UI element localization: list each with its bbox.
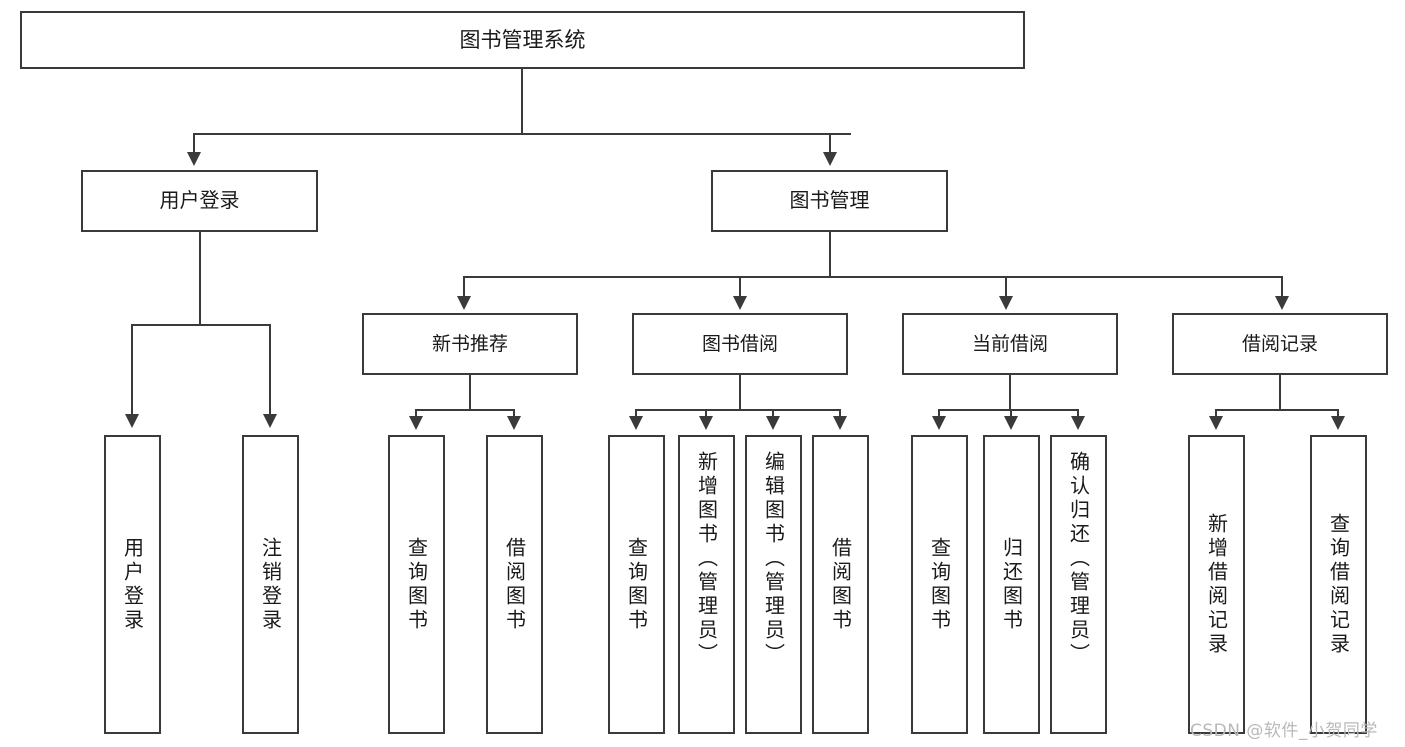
leaf-label: 注销登录: [258, 536, 283, 633]
node-borrow-record[interactable]: 借阅记录: [1172, 313, 1388, 375]
arrowhead-bookmgmt-4: [1275, 296, 1289, 310]
connector-record-bus: [1215, 409, 1339, 411]
csdn-watermark: CSDN @软件_小贺同学: [1190, 721, 1378, 741]
arrowhead-newbook-2: [507, 416, 521, 430]
node-label: 图书管理系统: [459, 27, 586, 52]
leaf-confirm-return-admin[interactable]: 确认归还（管理员）: [1050, 435, 1107, 734]
connector-current-drop-3: [1077, 409, 1079, 419]
leaf-query-books-current[interactable]: 查询图书: [911, 435, 968, 734]
connector-newbook-drop-2: [513, 409, 515, 419]
arrowhead-current-3: [1071, 416, 1085, 430]
connector-userlogin-drop-2: [269, 324, 271, 417]
connector-borrow-drop-3: [772, 409, 774, 419]
node-book-management[interactable]: 图书管理: [711, 170, 948, 232]
connector-bookmgmt-drop-2: [739, 276, 741, 300]
leaf-query-borrow-record[interactable]: 查询借阅记录: [1310, 435, 1367, 734]
node-new-book-recommend[interactable]: 新书推荐: [362, 313, 578, 375]
arrowhead-borrow-2: [699, 416, 713, 430]
arrowhead-record-1: [1209, 416, 1223, 430]
arrowhead-borrow-4: [833, 416, 847, 430]
arrowhead-record-2: [1331, 416, 1345, 430]
connector-current-drop-2: [1010, 409, 1012, 419]
node-label: 图书管理: [789, 188, 870, 213]
leaf-query-books-borrow[interactable]: 查询图书: [608, 435, 665, 734]
leaf-label: 查询图书: [404, 536, 429, 633]
leaf-borrow-books-newbook[interactable]: 借阅图书: [486, 435, 543, 734]
connector-current-drop-1: [938, 409, 940, 419]
connector-record-stem: [1279, 375, 1281, 410]
connector-borrow-drop-4: [839, 409, 841, 419]
connector-userlogin-stem: [199, 232, 201, 325]
leaf-label: 查询图书: [624, 536, 649, 633]
connector-root-drop-2: [829, 133, 831, 156]
leaf-label: 新增图书（管理员）: [694, 451, 719, 667]
leaf-add-book-admin[interactable]: 新增图书（管理员）: [678, 435, 735, 734]
connector-bookmgmt-stem: [829, 232, 831, 277]
arrowhead-bookmgmt-1: [457, 296, 471, 310]
leaf-edit-book-admin[interactable]: 编辑图书（管理员）: [745, 435, 802, 734]
node-book-borrow[interactable]: 图书借阅: [632, 313, 848, 375]
leaf-label: 用户登录: [120, 536, 145, 633]
connector-bookmgmt-drop-3: [1005, 276, 1007, 300]
leaf-add-borrow-record[interactable]: 新增借阅记录: [1188, 435, 1245, 734]
leaf-label: 借阅图书: [828, 536, 853, 633]
arrowhead-bookmgmt-2: [733, 296, 747, 310]
connector-root-drop-1: [193, 133, 195, 156]
connector-root-stem: [521, 69, 523, 134]
connector-newbook-bus: [415, 409, 513, 411]
leaf-label: 确认归还（管理员）: [1066, 451, 1091, 667]
node-label: 图书借阅: [701, 332, 778, 355]
arrowhead-userlogin-2: [263, 414, 277, 428]
connector-borrow-bus: [635, 409, 840, 411]
leaf-label: 新增借阅记录: [1204, 512, 1229, 657]
leaf-return-books[interactable]: 归还图书: [983, 435, 1040, 734]
node-root-system[interactable]: 图书管理系统: [20, 11, 1025, 69]
arrowhead-newbook-1: [409, 416, 423, 430]
connector-borrow-stem: [739, 375, 741, 410]
leaf-label: 编辑图书（管理员）: [761, 451, 786, 667]
connector-bookmgmt-drop-4: [1281, 276, 1283, 300]
arrowhead-current-1: [932, 416, 946, 430]
connector-current-bus: [938, 409, 1077, 411]
leaf-label: 归还图书: [999, 536, 1024, 633]
arrowhead-bookmgmt-3: [999, 296, 1013, 310]
arrowhead-userlogin-1: [125, 414, 139, 428]
leaf-user-login[interactable]: 用户登录: [104, 435, 161, 734]
leaf-borrow-books[interactable]: 借阅图书: [812, 435, 869, 734]
arrowhead-current-2: [1004, 416, 1018, 430]
connector-newbook-stem: [469, 375, 471, 410]
leaf-logout[interactable]: 注销登录: [242, 435, 299, 734]
node-label: 借阅记录: [1241, 332, 1318, 355]
connector-bookmgmt-drop-1: [463, 276, 465, 300]
connector-record-drop-2: [1337, 409, 1339, 419]
node-label: 当前借阅: [971, 332, 1048, 355]
connector-userlogin-bus: [131, 324, 270, 326]
arrowhead-borrow-3: [766, 416, 780, 430]
arrowhead-root-2: [823, 152, 837, 166]
arrowhead-root-1: [187, 152, 201, 166]
connector-current-stem: [1009, 375, 1011, 410]
connector-userlogin-drop-1: [131, 324, 133, 417]
connector-borrow-drop-1: [635, 409, 637, 419]
leaf-label: 查询借阅记录: [1326, 512, 1351, 657]
connector-record-drop-1: [1215, 409, 1217, 419]
connector-root-bus: [193, 133, 851, 135]
node-current-borrow[interactable]: 当前借阅: [902, 313, 1118, 375]
connector-bookmgmt-bus: [463, 276, 1281, 278]
node-label: 新书推荐: [431, 332, 508, 355]
leaf-label: 借阅图书: [502, 536, 527, 633]
node-label: 用户登录: [159, 188, 240, 213]
leaf-query-books-newbook[interactable]: 查询图书: [388, 435, 445, 734]
connector-borrow-drop-2: [705, 409, 707, 419]
leaf-label: 查询图书: [927, 536, 952, 633]
arrowhead-borrow-1: [629, 416, 643, 430]
connector-newbook-drop-1: [415, 409, 417, 419]
node-user-login[interactable]: 用户登录: [81, 170, 318, 232]
